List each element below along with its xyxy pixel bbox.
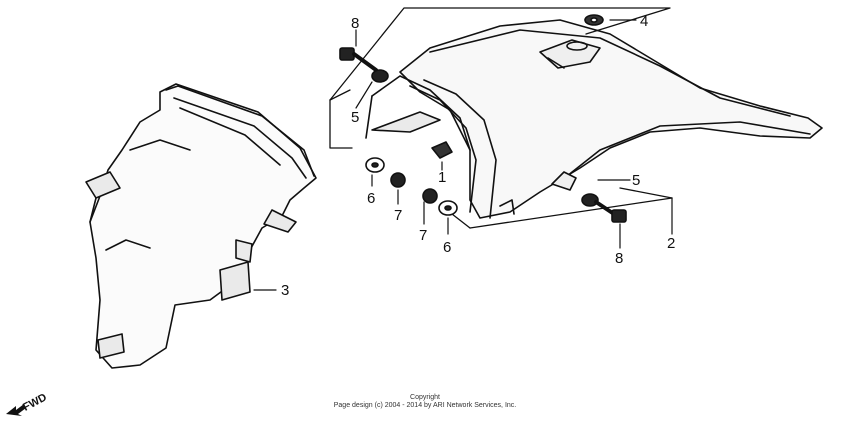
part-6-washer-right [438, 200, 458, 216]
callout-8-lower: 8 [615, 250, 623, 267]
callout-5-upper: 5 [351, 109, 359, 126]
callout-4: 4 [640, 13, 648, 30]
callout-leaders [253, 19, 673, 291]
part-8-bolt-lower [594, 200, 627, 223]
part-6-washer-left [365, 157, 385, 173]
callout-7-right: 7 [419, 227, 427, 244]
fwd-arrow-icon: FWD [6, 391, 49, 416]
copyright-title: Copyright [410, 394, 440, 401]
callout-7-left: 7 [394, 207, 402, 224]
callout-2: 2 [667, 235, 675, 252]
part-5-collar-lower [581, 193, 599, 207]
part-8-bolt-upper [339, 47, 378, 72]
callout-numbers: 8 5 4 1 6 7 7 6 5 8 2 3 [281, 13, 675, 299]
part-5-collar-upper [371, 69, 389, 83]
callout-5-lower: 5 [632, 172, 640, 189]
part-7-nut-right [422, 188, 438, 204]
callout-3: 3 [281, 282, 289, 299]
part-4-grommet [584, 14, 604, 26]
callout-6-right: 6 [443, 239, 451, 256]
copyright-text: Page design (c) 2004 - 2014 by ARI Netwo… [333, 402, 517, 409]
part-7-nut-left [390, 172, 406, 188]
callout-1: 1 [438, 169, 446, 186]
callout-8-upper: 8 [351, 15, 359, 32]
inner-fender-part-3 [85, 83, 317, 369]
rear-fender-part-2 [365, 19, 823, 219]
reference-frame-lines [329, 7, 673, 229]
callout-6-left: 6 [367, 190, 375, 207]
part-1-clip [431, 141, 453, 159]
